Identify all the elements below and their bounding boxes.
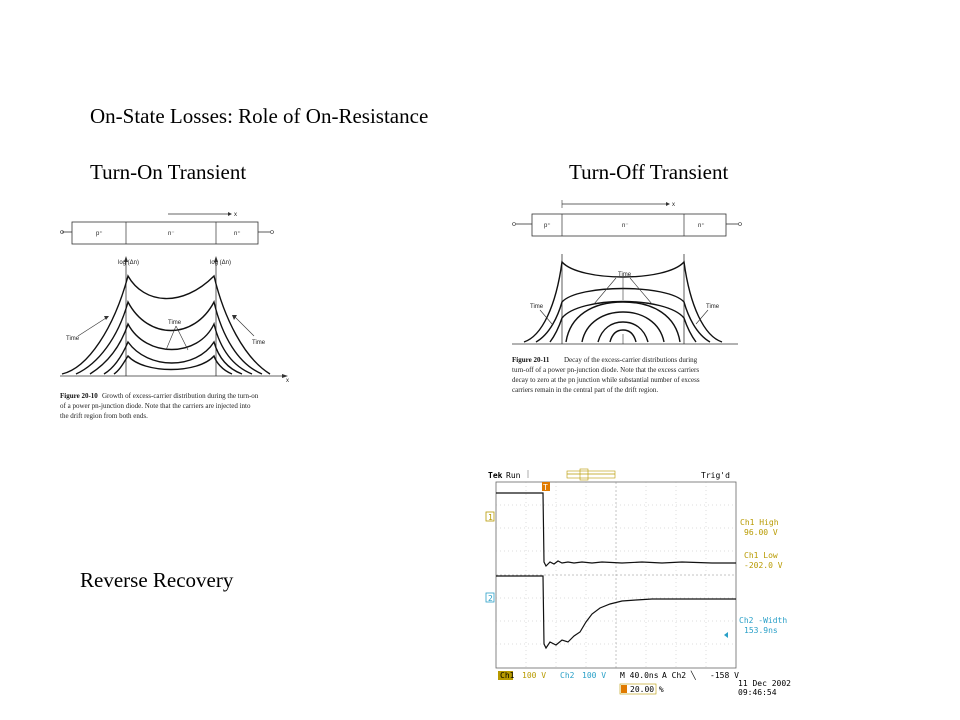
- turn-off-caption-line2: turn-off of a power pn-junction diode. N…: [512, 366, 699, 374]
- turn-off-curves: [523, 260, 723, 343]
- turn-off-caption-line4: carriers remain in the central part of t…: [512, 386, 658, 394]
- scope-time: 09:46:54: [738, 688, 777, 697]
- scope-brand: Tek: [488, 471, 503, 480]
- scope-run-state: Run: [506, 471, 521, 480]
- turn-off-caption-line3: decay to zero at the pn junction while s…: [512, 376, 700, 384]
- scope-ch1-marker: 1: [488, 513, 493, 522]
- turn-on-caption-line2: of a power pn-junction diode. Note that …: [60, 402, 251, 410]
- turn-on-time-center: Time: [168, 320, 182, 326]
- turn-off-time-left: Time: [530, 304, 544, 310]
- turn-on-time-left: Time: [66, 336, 80, 342]
- turn-on-curves: [61, 274, 271, 375]
- scope-ch1-high-label: Ch1 High: [740, 518, 779, 527]
- turn-on-heading: Turn-On Transient: [90, 160, 247, 184]
- scope-ch2-width-value: 153.9ns: [744, 626, 778, 635]
- reverse-recovery-heading: Reverse Recovery: [80, 568, 234, 592]
- scope-trig-state: Trig'd: [701, 471, 730, 480]
- scope-ch2-marker: 2: [488, 594, 493, 603]
- scope-date: 11 Dec 2002: [738, 679, 791, 688]
- turn-off-region-n-plus: n⁺: [698, 222, 705, 229]
- turn-on-figure: x p⁺ n⁻ n⁺ log (Δn) log (Δn) x Time Time…: [60, 212, 289, 420]
- turn-on-x-axis: x: [286, 378, 289, 384]
- turn-off-figure: x p⁺ n⁻ n⁺ Time Time Time Figure 20-11 D…: [512, 200, 742, 394]
- turn-off-time-top: Time: [618, 272, 632, 278]
- scope-ch1-scale: 100 V: [522, 671, 546, 680]
- turn-off-caption-number: Figure 20-11: [512, 356, 550, 364]
- turn-off-device-bar: [531, 213, 727, 237]
- scope-ch1-low-value: -202.0 V: [744, 561, 783, 570]
- scope-graticule: [495, 481, 737, 669]
- scope-ch1-scale-label: Ch1: [500, 671, 515, 680]
- scope-trigger-level: -158 V: [710, 671, 739, 680]
- turn-on-time-right: Time: [252, 340, 266, 346]
- turn-off-region-n: n⁻: [622, 223, 629, 229]
- scope-trigger-source: A Ch2 ╲: [662, 670, 697, 680]
- scope-ch2-scale-label: Ch2: [560, 671, 575, 680]
- scope-ch1-high-value: 96.00 V: [744, 528, 778, 537]
- turn-on-caption-number: Figure 20-10: [60, 392, 98, 400]
- turn-on-region-p: p⁺: [96, 230, 103, 237]
- scope-ch2-scale: 100 V: [582, 671, 606, 680]
- turn-on-caption-line1: Growth of excess-carrier distribution du…: [102, 392, 259, 400]
- scope-ch2-width-label: Ch2 -Width: [739, 616, 787, 625]
- scope-ch2-trace: [496, 575, 736, 650]
- scope-trigger-position: 20.00 %: [630, 685, 664, 694]
- turn-off-caption-line1: Decay of the excess-carrier distribution…: [564, 356, 698, 364]
- scope-trigger-marker: T: [543, 483, 548, 492]
- turn-on-caption-line3: the drift region from both ends.: [60, 412, 148, 420]
- turn-on-y-label-right: log (Δn): [210, 260, 231, 266]
- oscilloscope-capture: Tek Run Trig'd T 1 2 Ch1 Hig: [482, 466, 791, 700]
- turn-off-time-right: Time: [706, 304, 720, 310]
- scope-ch1-trace: [496, 492, 736, 568]
- turn-on-device-bar: [71, 221, 259, 245]
- turn-on-y-label-left: log (Δn): [118, 260, 139, 266]
- turn-on-region-n: n⁻: [168, 231, 175, 237]
- turn-on-x-axis-top: x: [234, 212, 237, 218]
- turn-on-region-n-plus: n⁺: [234, 230, 241, 237]
- slide-title: On-State Losses: Role of On-Resistance: [90, 104, 429, 128]
- turn-off-x-axis-top: x: [672, 202, 675, 208]
- turn-off-heading: Turn-Off Transient: [569, 160, 729, 184]
- scope-ch1-low-label: Ch1 Low: [744, 551, 778, 560]
- scope-timebase: M 40.0ns: [620, 671, 659, 680]
- turn-off-region-p: p⁺: [544, 222, 551, 229]
